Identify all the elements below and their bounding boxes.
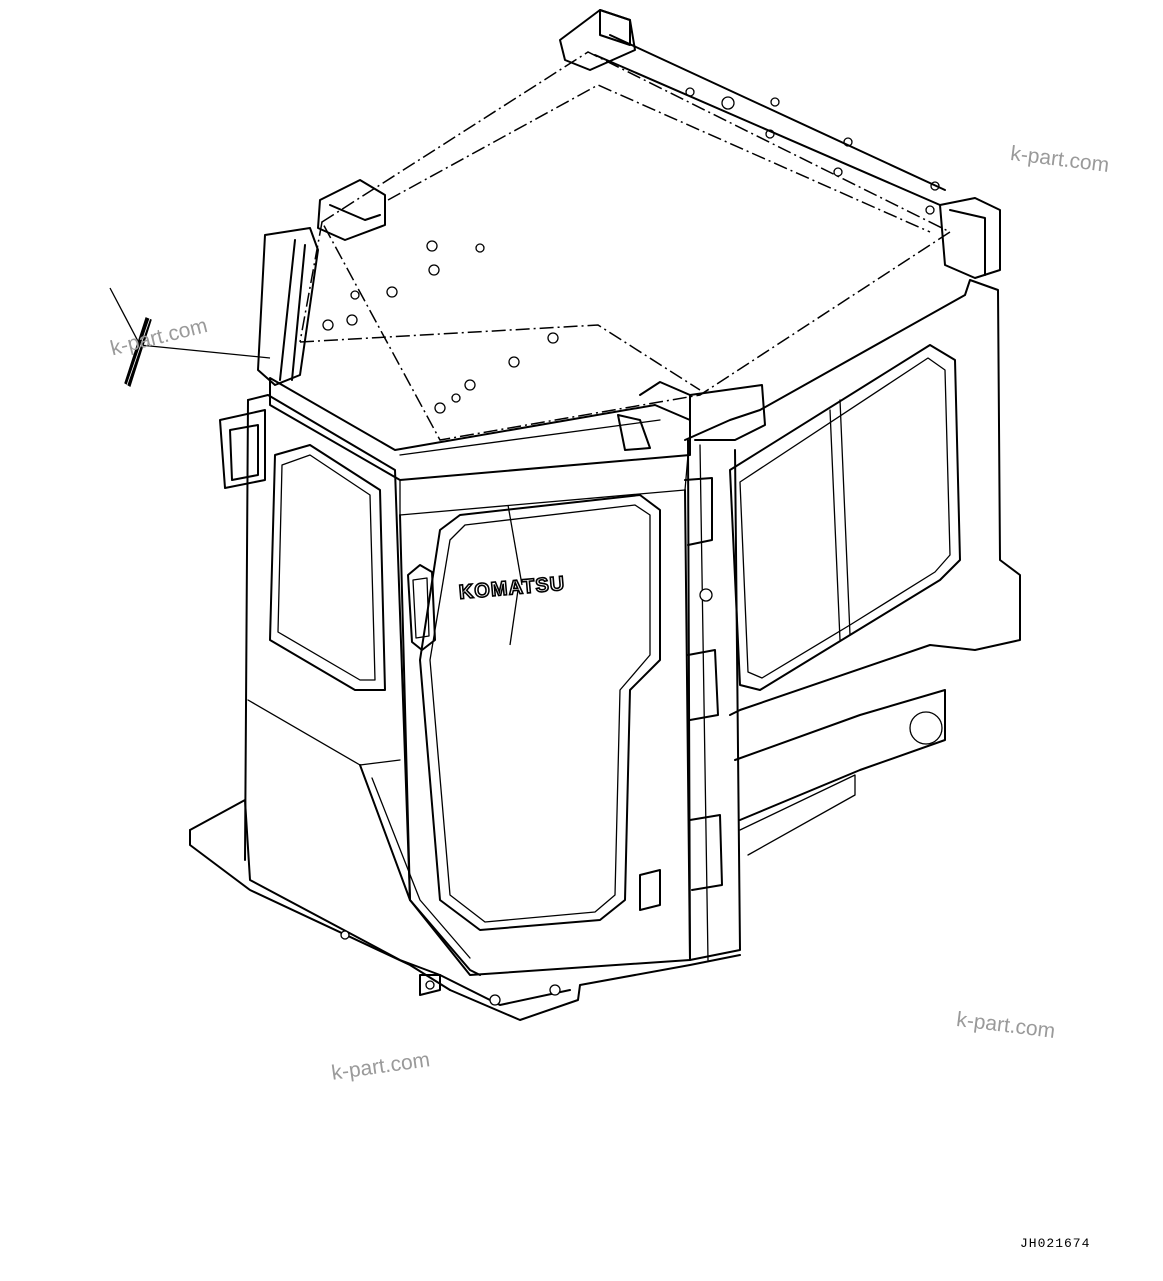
floor-frame [340, 930, 741, 1021]
decal-strip [124, 317, 152, 387]
right-side-wall [684, 279, 1021, 961]
roof-frame [257, 9, 1001, 386]
front-upper-beam [269, 377, 766, 516]
drawing-number: JH021674 [1020, 1236, 1091, 1251]
left-side-wall [189, 394, 481, 991]
door [399, 489, 691, 976]
roof-panel [299, 51, 952, 441]
leader-lines [109, 287, 523, 646]
